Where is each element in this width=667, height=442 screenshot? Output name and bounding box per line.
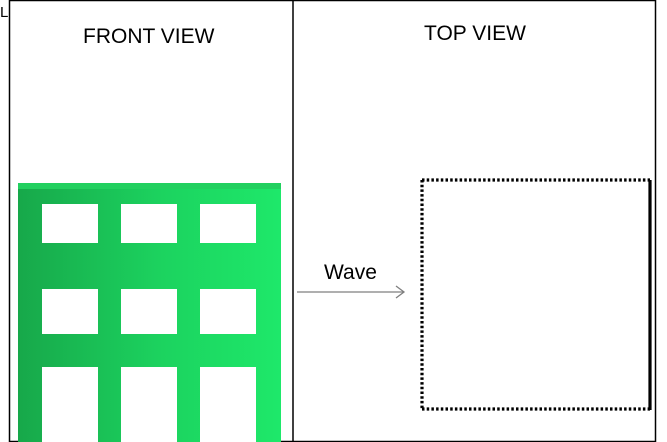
building-window <box>42 289 98 334</box>
building-window <box>42 367 98 442</box>
front-view-title: FRONT VIEW <box>83 25 215 48</box>
building-window <box>200 204 256 243</box>
building-window <box>200 289 256 334</box>
wave-label: Wave <box>324 261 377 284</box>
top-view-title: TOP VIEW <box>424 22 526 45</box>
building-window <box>121 204 177 243</box>
building-front-view <box>18 183 281 442</box>
building-roof <box>18 183 281 189</box>
stray-mark-text: L <box>0 4 9 21</box>
building-window <box>42 204 98 243</box>
top-view-outline <box>420 178 652 411</box>
building-window <box>200 367 256 442</box>
building-window <box>121 367 177 442</box>
wave-arrow <box>297 285 406 299</box>
building-window <box>121 289 177 334</box>
